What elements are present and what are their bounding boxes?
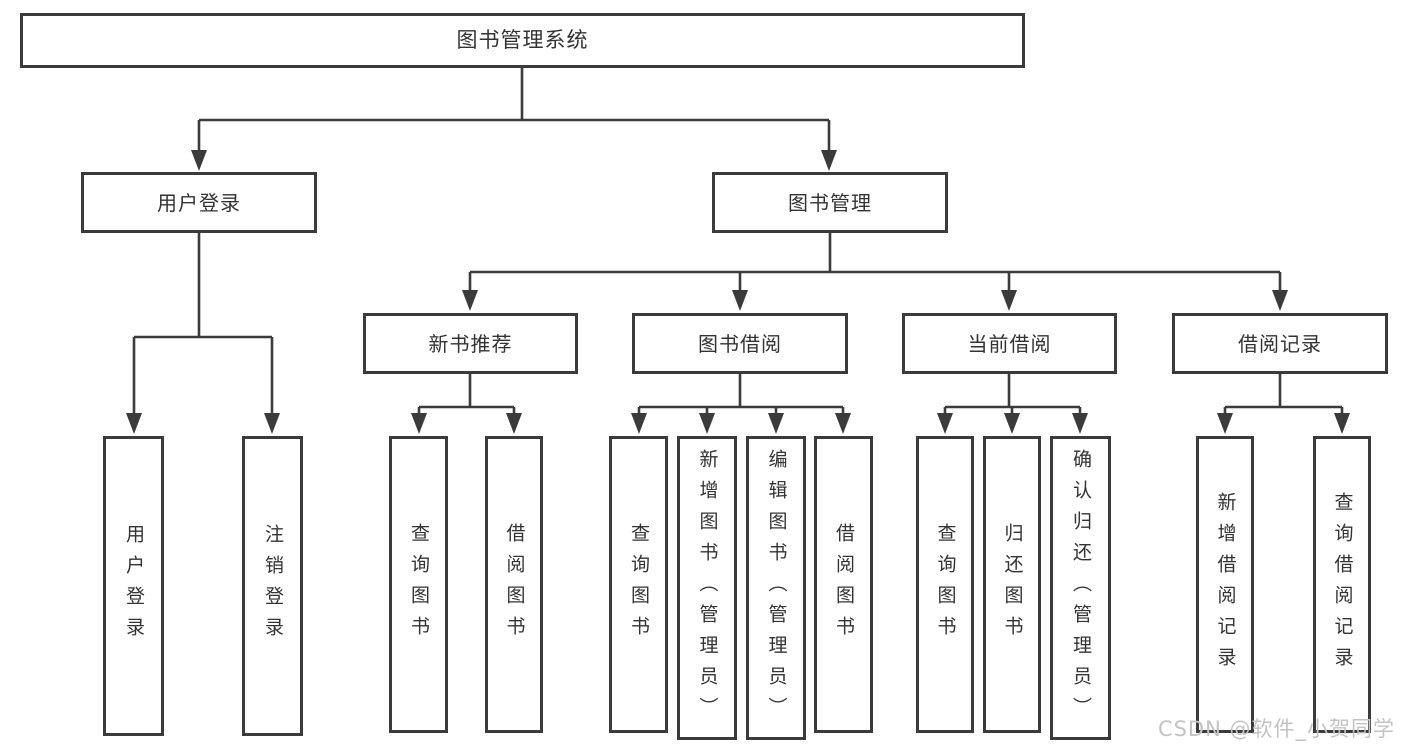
leaf-borrow-borrow: 借阅图书 [814,436,873,733]
node-current-borrow: 当前借阅 [902,313,1117,374]
branch-current-borrow [937,374,1088,434]
node-user-login: 用户登录 [81,172,317,233]
node-new-book-recommend: 新书推荐 [363,313,578,374]
leaf-borrow-add-admin: 新增图书（管理员） [677,436,737,740]
branch-new-books [411,374,522,434]
branch-login [126,233,280,434]
branch-borrow-records [1217,374,1350,434]
node-book-borrow: 图书借阅 [632,313,848,374]
node-root: 图书管理系统 [20,13,1025,68]
leaf-logout: 注销登录 [242,436,303,736]
leaf-borrow-search: 查询图书 [609,436,668,733]
branch-management [462,233,1288,311]
leaf-current-search: 查询图书 [916,436,974,733]
leaf-user-login: 用户登录 [103,436,164,736]
branch-book-borrow [631,374,851,434]
node-book-management: 图书管理 [712,172,948,233]
csdn-watermark: CSDN @软件_小贺同学 [1157,717,1395,741]
node-borrow-records: 借阅记录 [1172,313,1388,374]
leaf-current-confirm-admin: 确认归还（管理员） [1050,436,1111,740]
leaf-newbook-search: 查询图书 [389,436,448,733]
branch-root [191,68,837,171]
leaf-newbook-borrow: 借阅图书 [485,436,543,733]
leaf-borrow-edit-admin: 编辑图书（管理员） [746,436,806,740]
leaf-current-return: 归还图书 [983,436,1041,733]
leaf-record-add: 新增借阅记录 [1196,436,1254,733]
leaf-record-search: 查询借阅记录 [1313,436,1371,733]
